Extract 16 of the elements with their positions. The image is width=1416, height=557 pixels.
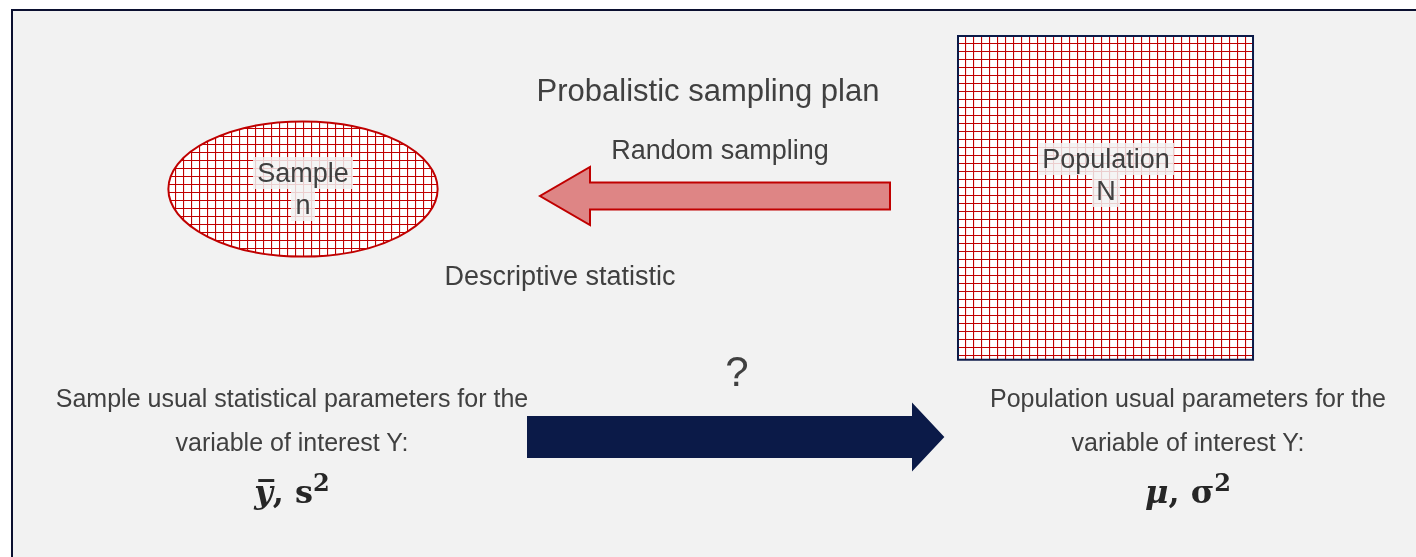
caption-text: Descriptive statistic [444, 260, 676, 293]
parameter-formula: y̅, s$^{2}$ [254, 468, 330, 513]
edge-label: ? [725, 347, 749, 397]
node-symbol: N [1092, 175, 1120, 207]
parameter-description: Sample usual statistical parameters for the variable of interest Y: [54, 383, 530, 458]
sample-ellipse [167, 120, 439, 258]
node-title: Sample [253, 157, 353, 189]
block-arrow [538, 165, 891, 227]
parameter-description: Population usual parameters for the variable of interest Y: [988, 383, 1388, 458]
population-square [957, 35, 1255, 362]
parameter-formula: μ, σ$^{2}$ [1145, 468, 1231, 513]
block-arrow [527, 402, 945, 472]
node-title: Population [1038, 143, 1174, 175]
caption-text: Probalistic sampling plan [536, 72, 880, 110]
edge-label: Random sampling [611, 134, 829, 167]
node-symbol: n [291, 189, 315, 221]
